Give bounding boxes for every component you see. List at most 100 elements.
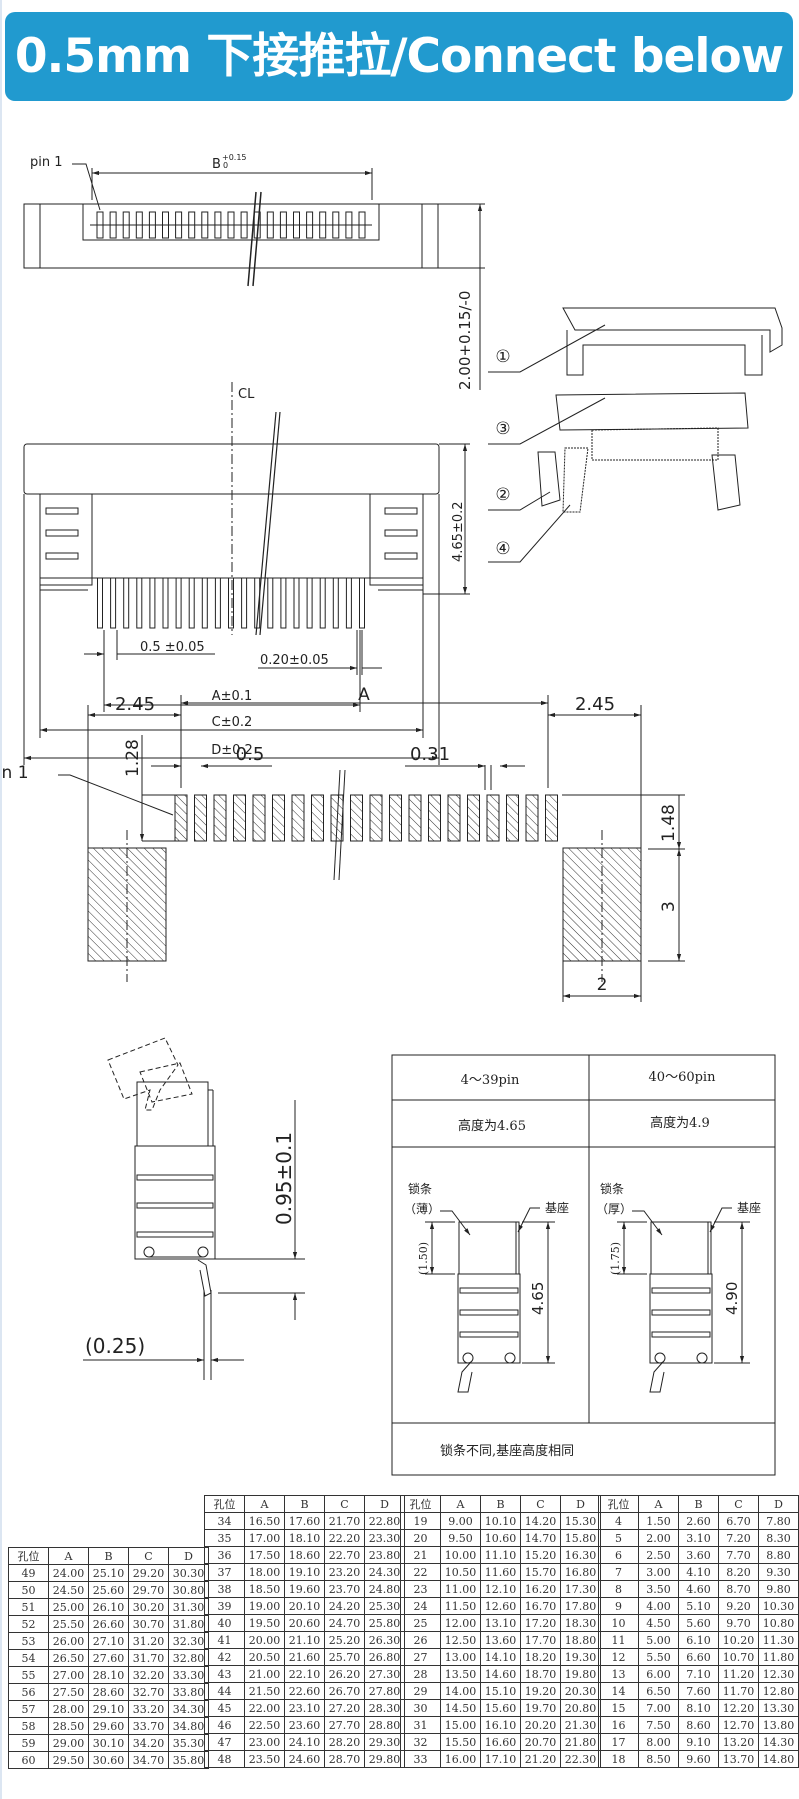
table-cell: 19.30 [560,1648,601,1666]
table-cell: 24.60 [284,1750,325,1768]
table-cell: 58 [8,1717,49,1735]
table-cell: 44 [204,1682,245,1700]
table-cell: 17.20 [520,1614,561,1632]
exploded-part-2-right-latch [711,454,741,511]
table-cell: 22.80 [364,1512,405,1530]
table-cell: 8.80 [758,1546,799,1564]
table-cell: 15.20 [520,1546,561,1564]
footprint-pad [506,794,519,842]
table-cell: 6.00 [638,1665,679,1683]
top-pin [306,211,314,239]
top-pin [175,211,183,239]
table-cell: 21.80 [560,1733,601,1751]
top-pin [214,211,222,239]
page-title: 0.5mm 下接推拉/Connect below [14,29,784,84]
table-cell: 20.10 [284,1597,325,1615]
table-cell: 25.30 [364,1597,405,1615]
table-cell: 32.70 [128,1683,169,1701]
table-cell: 16.60 [480,1733,521,1751]
top-pin [345,211,353,239]
table-cell: 8.70 [718,1580,759,1598]
exploded-part-1-actuator [562,307,783,353]
top-height-dimension: 2.00+0.15/-0 [456,291,474,390]
table-cell: 33.70 [128,1717,169,1735]
pin-width-dimension: 0.20±0.05 [260,653,329,668]
footprint-pad [272,794,285,842]
table-cell: 5.60 [678,1614,719,1632]
table-cell: B [284,1495,325,1513]
table-cell: 28.60 [88,1683,129,1701]
table-cell: 21.70 [324,1512,365,1530]
table-cell: 52 [8,1615,49,1633]
table-cell: 29.80 [364,1750,405,1768]
table-cell: 26.80 [364,1648,405,1666]
front-pin [345,577,352,629]
table-cell: 35.30 [168,1734,209,1752]
table-cell: 29.60 [88,1717,129,1735]
table-cell: 18.80 [560,1631,601,1649]
fp-pin1-label: pin 1 [0,763,29,783]
table-cell: 22.50 [244,1716,285,1734]
top-view [23,163,485,390]
col2-header: 40～60pin [649,1070,717,1085]
table-cell: 16.70 [520,1597,561,1615]
table-cell: 28.00 [48,1700,89,1718]
table-cell: 32 [400,1733,441,1751]
table-cell: 12.70 [718,1716,759,1734]
table-cell: 22 [400,1563,441,1581]
table-cell: 11 [598,1631,639,1649]
footprint-pad [447,794,461,842]
table-cell: 2.50 [638,1546,679,1564]
col1-lock-type: （薄） [404,1201,440,1216]
table-cell: 5 [598,1529,639,1547]
exploded-part-3-housing [555,392,749,431]
footprint-pad [467,794,480,842]
table-cell: 18.30 [560,1614,601,1632]
table-cell: 17.70 [520,1631,561,1649]
part-label-1: ① [495,347,510,367]
table-cell: 21 [400,1546,441,1564]
table-cell: 28.70 [324,1750,365,1768]
table-cell: 10.50 [440,1563,481,1581]
top-pin [266,211,274,239]
table-cell: 25.00 [48,1598,89,1616]
table-cell: 27 [400,1648,441,1666]
table-cell: 2.00 [638,1529,679,1547]
table-cell: 21.00 [244,1665,285,1683]
table-cell: 31.20 [128,1632,169,1650]
table-cell: 24 [400,1597,441,1615]
part-label-3: ③ [495,419,510,439]
col2-base-label: 基座 [737,1200,761,1215]
table-cell: 21.30 [560,1716,601,1734]
table-cell: 11.30 [758,1631,799,1649]
table-cell: 20.20 [520,1716,561,1734]
col2-lock-label: 锁条 [600,1181,624,1196]
table-cell: 3.50 [638,1580,679,1598]
table-cell: 3.00 [638,1563,679,1581]
table-cell: 22.60 [284,1682,325,1700]
table-cell: 15.60 [480,1699,521,1717]
table-cell: 8 [598,1580,639,1598]
table-cell: 20.70 [520,1733,561,1751]
front-pin [241,577,248,629]
table-cell: 20.80 [560,1699,601,1717]
table-cell: 53 [8,1632,49,1650]
front-pin [359,577,365,629]
